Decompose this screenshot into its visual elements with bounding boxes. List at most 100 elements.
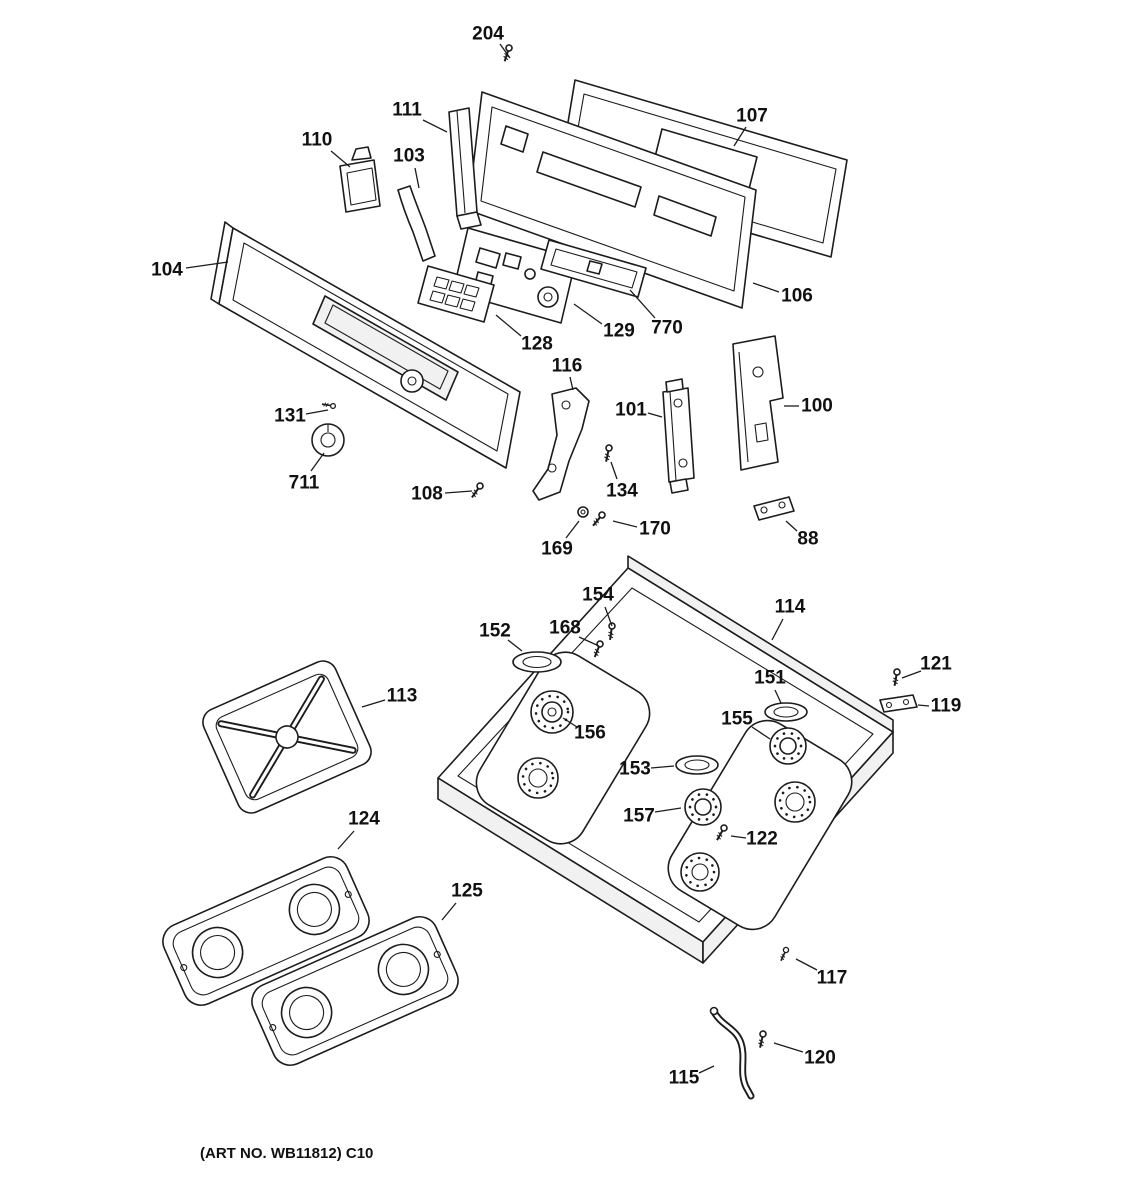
- part-110-transformer: [339, 146, 381, 213]
- callout-leader-157: [654, 807, 682, 813]
- callout-120: 120: [804, 1048, 836, 1069]
- part-169-grommet: [577, 506, 589, 518]
- callout-leader-88: [785, 520, 798, 532]
- callout-108: 108: [411, 484, 443, 505]
- callout-101: 101: [615, 400, 647, 421]
- callout-103: 103: [393, 146, 425, 167]
- callout-leader-770: [629, 289, 656, 319]
- art-number-text: (ART NO. WB11812) C10: [200, 1145, 373, 1162]
- callout-leader-111: [422, 119, 448, 133]
- part-88-bracket-plate: [753, 496, 795, 521]
- right-front-burner-port: [680, 852, 720, 892]
- callout-leader-119: [917, 704, 930, 707]
- callout-leader-103: [414, 167, 420, 189]
- callout-156: 156: [574, 723, 606, 744]
- callout-116: 116: [552, 356, 583, 377]
- callout-leader-155: [751, 726, 771, 740]
- callout-125: 125: [451, 881, 483, 902]
- callout-leader-168: [578, 636, 600, 647]
- callout-leader-114: [771, 618, 784, 641]
- part-104-control-panel: [210, 221, 521, 469]
- callout-110: 110: [302, 130, 333, 151]
- callout-leader-101: [647, 412, 663, 418]
- callout-leader-120: [773, 1042, 804, 1053]
- display-window: [312, 295, 459, 401]
- callout-115: 115: [669, 1068, 700, 1089]
- part-119-clip-bracket: [879, 694, 918, 713]
- callout-113: 113: [387, 686, 418, 707]
- callout-leader-122: [730, 835, 747, 839]
- callout-leader-124: [337, 830, 355, 850]
- callout-155: 155: [721, 709, 753, 730]
- callout-152: 152: [479, 621, 511, 642]
- callout-leader-134: [610, 461, 618, 480]
- callout-leader-156: [562, 717, 578, 728]
- callout-leader-128: [495, 314, 522, 337]
- part-124-drip-pan: [162, 856, 370, 1006]
- callout-leader-121: [901, 670, 922, 679]
- callout-131: 131: [274, 406, 306, 427]
- part-711-control-knob: [311, 423, 345, 457]
- callout-88: 88: [797, 529, 818, 550]
- callout-770: 770: [651, 318, 683, 339]
- part-120-screw: [756, 1029, 768, 1050]
- callout-leader-204: [499, 43, 511, 59]
- left-burner-recess: [475, 651, 651, 845]
- callout-106: 106: [781, 286, 813, 307]
- part-153-burner-cap: [675, 755, 719, 775]
- callout-124: 124: [348, 809, 380, 830]
- callout-leader-106: [752, 282, 780, 293]
- part-117-screw: [777, 945, 791, 963]
- part-115-gas-tube: [709, 1006, 755, 1100]
- callout-leader-170: [612, 520, 638, 528]
- part-157-sealed-burner: [684, 788, 722, 826]
- part-151-burner-cap: [764, 702, 808, 722]
- selector-dial-mark: [400, 369, 424, 393]
- callout-leader-154: [604, 606, 613, 627]
- part-125-drip-pan: [251, 916, 459, 1066]
- callout-leader-113: [361, 699, 386, 708]
- callout-168: 168: [549, 618, 581, 639]
- callout-leader-104: [185, 261, 229, 269]
- callout-170: 170: [639, 519, 671, 540]
- callout-leader-108: [444, 490, 473, 494]
- callout-119: 119: [931, 696, 962, 717]
- callout-117: 117: [817, 968, 848, 989]
- left-front-burner-port: [517, 757, 559, 799]
- part-131-screw: [320, 400, 337, 410]
- right-rear-burner-port: [774, 781, 816, 823]
- callout-leader-117: [795, 958, 818, 971]
- part-111-support-bracket: [448, 107, 482, 230]
- part-155-sealed-burner: [769, 727, 807, 765]
- callout-leader-153: [650, 765, 675, 769]
- part-121-screw: [890, 667, 902, 688]
- callout-121: 121: [920, 654, 952, 675]
- callout-107: 107: [736, 106, 768, 127]
- part-770-control-overlay: [540, 239, 647, 298]
- callout-711: 711: [289, 473, 320, 494]
- callout-leader-131: [305, 409, 329, 415]
- callout-169: 169: [541, 539, 573, 560]
- part-116-burner-bracket: [532, 387, 590, 501]
- callout-leader-125: [441, 902, 457, 921]
- callout-leader-169: [565, 520, 580, 539]
- callout-leader-711: [310, 452, 325, 472]
- callout-leader-129: [573, 303, 603, 325]
- callout-114: 114: [775, 597, 806, 618]
- part-152-burner-cap: [512, 651, 562, 673]
- callout-leader-110: [330, 150, 351, 168]
- part-156-sealed-burner: [530, 690, 574, 734]
- part-170-screw: [589, 509, 608, 529]
- callout-129: 129: [603, 321, 635, 342]
- part-113-burner-grate: [202, 660, 372, 814]
- part-106-rear-panel: [467, 91, 757, 309]
- callout-leader-152: [507, 639, 523, 652]
- callout-leader-115: [698, 1065, 715, 1074]
- callout-151: 151: [754, 668, 786, 689]
- part-134-screw: [602, 443, 614, 464]
- part-100-side-bracket: [732, 335, 784, 471]
- callout-104: 104: [151, 260, 183, 281]
- callout-111: 111: [392, 100, 422, 121]
